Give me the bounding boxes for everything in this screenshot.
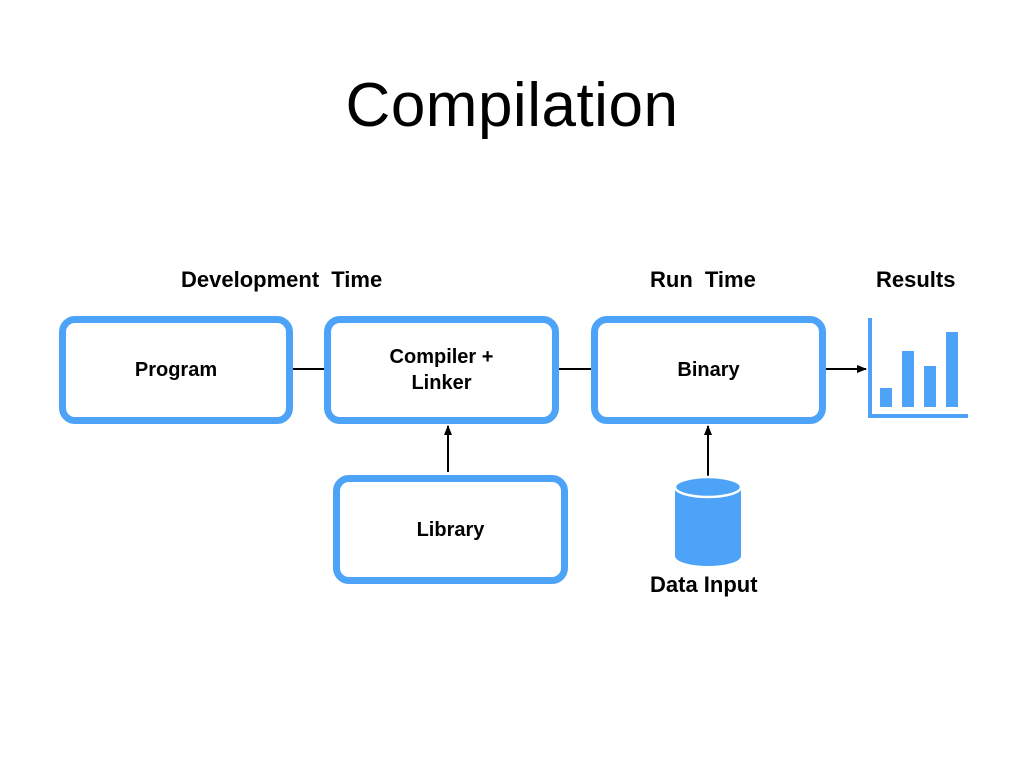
bar-chart-bar <box>902 351 914 407</box>
library-label: Library <box>416 518 485 541</box>
bar-chart-bar <box>924 366 936 407</box>
compiler-linker-label: Compiler + Linker <box>389 346 494 394</box>
library-box: Library <box>333 475 568 584</box>
results-label: Results <box>876 267 956 292</box>
run-time-label: Run Time <box>650 267 756 292</box>
cylinder-top <box>673 475 743 499</box>
cylinder-body <box>675 487 741 566</box>
data-input-label: Data Input <box>650 572 758 597</box>
program-label: Program <box>134 359 218 381</box>
page-title: Compilation <box>345 71 679 140</box>
program-box: Program <box>59 316 293 424</box>
bar-chart-bar <box>880 388 892 407</box>
bar-chart-axis <box>868 318 968 418</box>
development-time-label: Development Time <box>181 267 383 292</box>
compiler-linker-box: Compiler + Linker <box>324 316 559 424</box>
bar-chart-icon <box>868 318 968 418</box>
binary-label: Binary <box>677 359 740 381</box>
binary-box: Binary <box>591 316 826 424</box>
bar-chart-bar <box>946 332 958 407</box>
database-cylinder-icon <box>673 475 743 566</box>
